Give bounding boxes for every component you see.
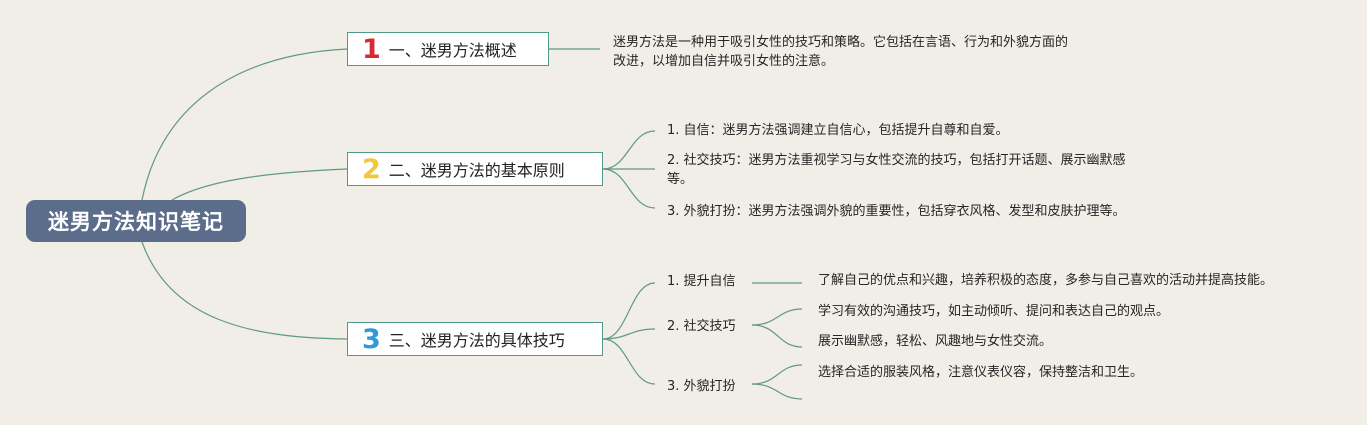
branch-number-2: 2 [362,153,381,185]
connector-sub3-detail2 [751,383,803,400]
root-label: 迷男方法知识笔记 [48,210,224,234]
branch-node-2[interactable]: 2 二、迷男方法的基本原则 [347,152,603,186]
branch-label-1: 一、迷男方法概述 [388,41,517,60]
connector-root-branch2 [171,168,348,201]
branch-node-3[interactable]: 3 三、迷男方法的具体技巧 [347,322,603,356]
connector-branch2-item3 [602,168,656,209]
technique-label-1: 1. 提升自信 [667,274,736,289]
connector-sub2-detail1 [751,308,803,326]
branch-label-3: 三、迷男方法的具体技巧 [388,331,565,350]
connector-branch3-sub3 [602,338,656,385]
principle-item-2-line2: 等。 [667,172,694,187]
branch1-description-line2: 改进，以增加自信并吸引女性的注意。 [613,54,835,69]
connector-branch2-item1 [602,130,656,170]
technique-2-detail-2: 展示幽默感，轻松、风趣地与女性交流。 [818,334,1053,349]
branch1-description-line1: 迷男方法是一种用于吸引女性的技巧和策略。它包括在言语、行为和外貌方面的 [613,35,1069,50]
branch-number-3: 3 [362,323,381,355]
connector-root-branch3 [141,241,348,340]
connector-branch3-sub1 [602,282,656,340]
connector-root-branch1 [141,48,348,201]
branch-label-2: 二、迷男方法的基本原则 [388,161,565,180]
principle-item-3: 3. 外貌打扮：迷男方法强调外貌的重要性，包括穿衣风格、发型和皮肤护理等。 [667,204,1126,219]
connector-branch3-sub2 [602,328,656,340]
technique-label-3: 3. 外貌打扮 [667,379,736,394]
technique-label-2: 2. 社交技巧 [667,319,736,334]
principle-item-1: 1. 自信：迷男方法强调建立自信心，包括提升自尊和自爱。 [667,123,1009,138]
connector-sub2-detail2 [751,324,803,348]
root-node[interactable]: 迷男方法知识笔记 [26,200,246,242]
technique-2-detail-1: 学习有效的沟通技巧，如主动倾听、提问和表达自己的观点。 [818,304,1170,319]
technique-1-detail-1: 了解自己的优点和兴趣，培养积极的态度，多参与自己喜欢的活动并提高技能。 [818,273,1274,288]
principle-item-2-line1: 2. 社交技巧：迷男方法重视学习与女性交流的技巧，包括打开话题、展示幽默感 [667,153,1126,168]
connector-sub3-detail1 [751,364,803,385]
technique-3-detail-1: 选择合适的服装风格，注意仪表仪容，保持整洁和卫生。 [818,365,1144,380]
branch-number-1: 1 [362,33,381,65]
branch-node-1[interactable]: 1 一、迷男方法概述 [347,32,549,66]
